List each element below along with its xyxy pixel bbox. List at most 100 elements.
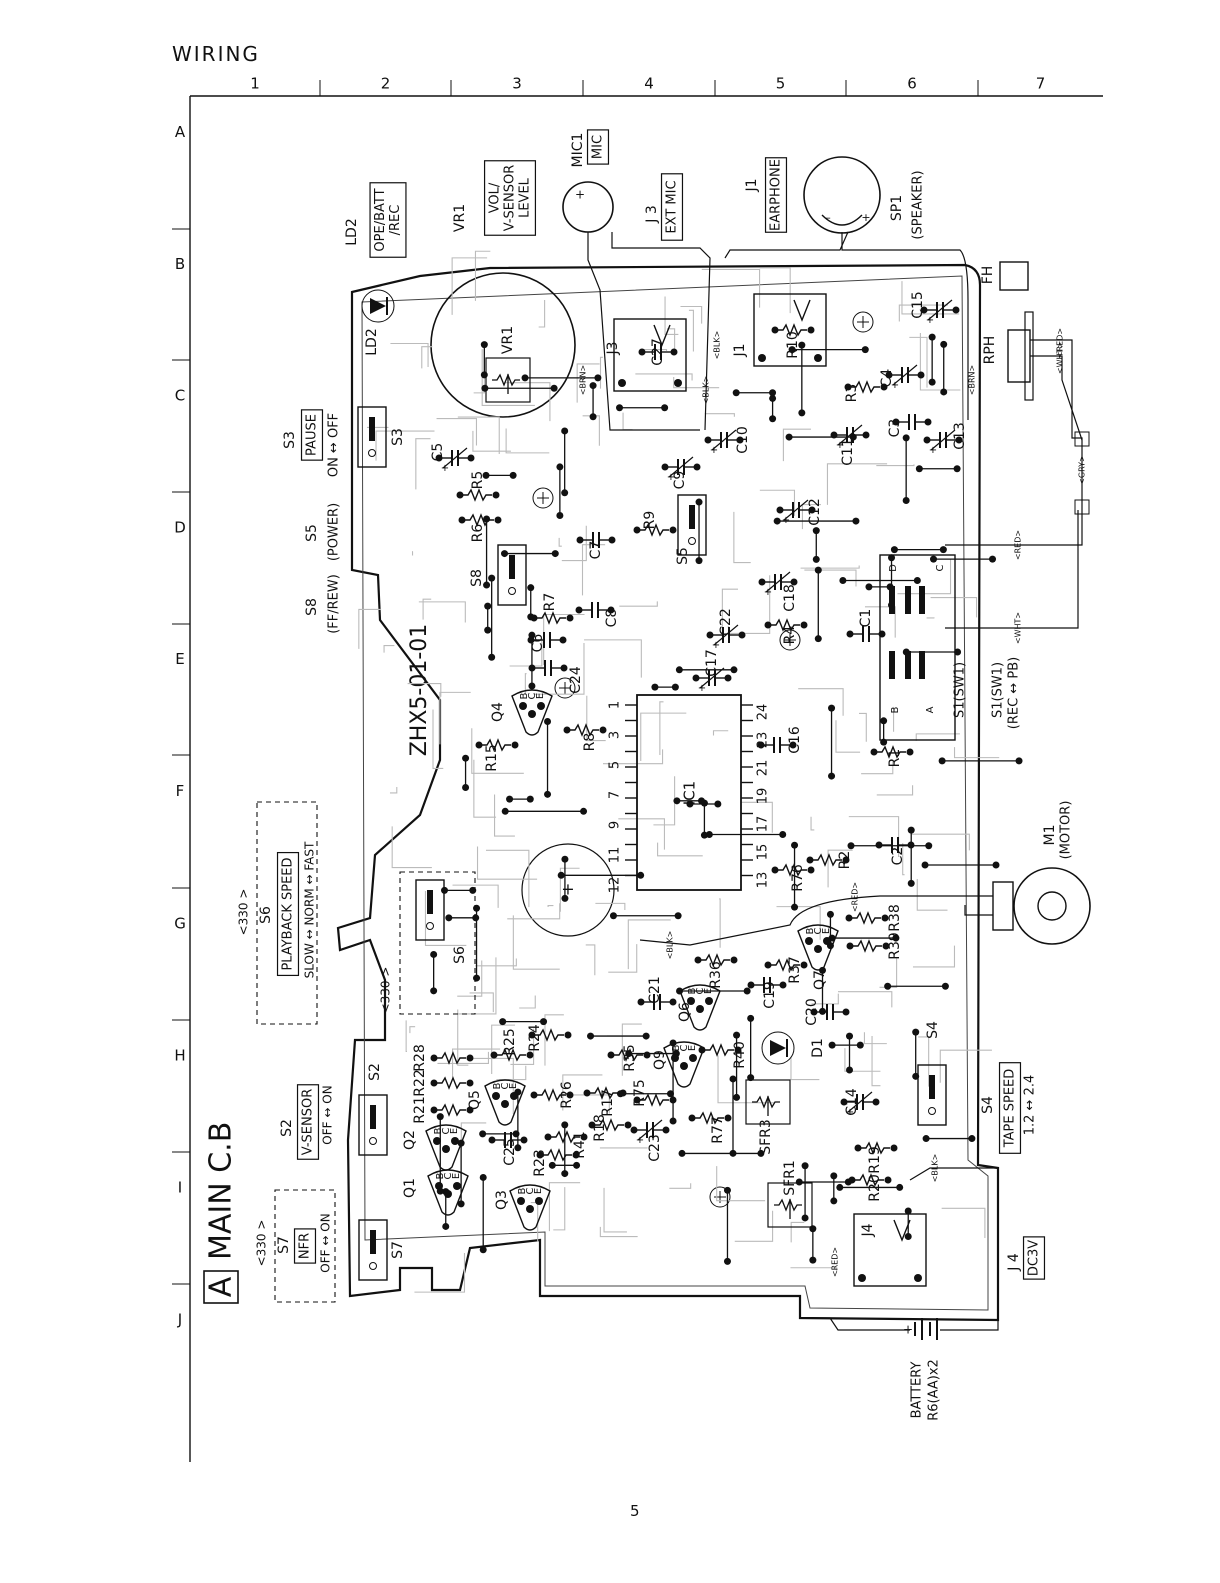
copper-trace [415, 438, 431, 490]
pad [475, 741, 483, 749]
component-s6: S6 [415, 879, 468, 964]
copper-trace [471, 728, 524, 774]
switch-pad [928, 1107, 936, 1115]
pad [456, 491, 464, 499]
copper-trace [733, 511, 751, 564]
board-name: MAIN C.B [204, 1122, 239, 1260]
ic1-label: IC1 [681, 781, 699, 805]
boxed-label-j1: EARPHONE [764, 157, 788, 233]
copper-trace [581, 544, 606, 596]
solder-pad [907, 879, 915, 887]
pad [885, 371, 893, 379]
s1-pin-label: A [925, 706, 936, 713]
solder-pad [678, 1149, 686, 1157]
resistor-symbol [436, 1103, 466, 1117]
copper-trace [585, 944, 596, 976]
transistor-pad [501, 1100, 509, 1108]
solder-pad [939, 546, 947, 554]
boxed-label-mic1: MIC [586, 129, 610, 165]
wire [800, 1317, 910, 1331]
fh-box [999, 261, 1029, 291]
copper-trace [953, 747, 1000, 759]
resistor-symbol [481, 738, 511, 752]
pad [923, 436, 931, 444]
label-m1-sub: (MOTOR) [1059, 801, 1074, 860]
resistor-symbol [536, 611, 566, 625]
pad [662, 1126, 670, 1134]
solder-pad [830, 1172, 838, 1180]
component-r2: R2 [806, 851, 853, 869]
label-s3-sub: ON ↔ OFF [327, 413, 342, 477]
solder-pad [733, 1093, 741, 1101]
s1-pin-label: D [888, 564, 899, 572]
component-label: Q2 [402, 1130, 418, 1150]
ic1-pin-number: 23 [756, 732, 771, 749]
grid-column-6: 6 [907, 75, 917, 93]
wire-tag-wht: <WHT> [1014, 612, 1023, 644]
solder-pad [809, 1256, 817, 1264]
copper-trace [375, 430, 435, 461]
pad [575, 606, 583, 614]
switch-slider [689, 505, 695, 529]
component-c18: +C18 [758, 571, 798, 612]
solder-pad [548, 1161, 556, 1169]
label-s7-sub: OFF ↔ ON [319, 1213, 333, 1272]
solder-pad [561, 489, 569, 497]
solder-pad [540, 1018, 548, 1026]
copper-trace [688, 309, 694, 352]
copper-trace [863, 1032, 887, 1045]
solder-pad [747, 1074, 755, 1082]
copper-trace [391, 826, 432, 869]
jack-pad [814, 354, 822, 362]
label-battery: BATTERY [910, 1362, 925, 1419]
pad [730, 956, 738, 964]
transistor-pad [823, 937, 831, 945]
switch-slider [509, 555, 515, 579]
pad [633, 526, 641, 534]
resistor-symbol [704, 1043, 734, 1057]
solder-pad [501, 807, 509, 815]
copper-trace [915, 733, 960, 741]
copper-trace [544, 1014, 564, 1066]
copper-trace [653, 776, 676, 826]
pad [734, 1046, 742, 1054]
pad [842, 856, 850, 864]
solder-pad [922, 1135, 930, 1143]
switch-pad [508, 587, 516, 595]
pad [566, 1091, 574, 1099]
grid-row-G: G [174, 915, 186, 933]
copper-trace [366, 426, 389, 429]
ic1-pin-number: 24 [756, 704, 771, 721]
pad [526, 1051, 534, 1059]
copper-trace [800, 565, 860, 569]
wire-tag-blk-text: <BLK> [713, 331, 722, 360]
pad [757, 741, 765, 749]
pad [758, 578, 766, 586]
component-r35: R35 [607, 1044, 651, 1072]
solder-pad [674, 912, 682, 920]
solder-pad [769, 394, 777, 402]
pad [670, 348, 678, 356]
boxed-label-s6-line: PLAYBACK SPEED [281, 857, 296, 970]
component-r39: R39 [846, 932, 903, 960]
label-s3: S3 [282, 431, 298, 449]
copper-trace [452, 1048, 501, 1078]
ic1-pin-number: 1 [608, 701, 623, 709]
component-label: S7 [390, 1241, 406, 1259]
wire-tag-red-text: <RED> [1056, 328, 1065, 358]
wire-tag-red: <RED> [1056, 328, 1065, 358]
component-label: R38 [887, 904, 903, 932]
grid-row-B: B [175, 255, 185, 273]
wire-tag-blk-text: <BLK> [931, 1154, 940, 1183]
solder-pad [953, 465, 961, 473]
component-label: S6 [452, 946, 468, 964]
switch-body [677, 494, 707, 556]
solder-pad [561, 427, 569, 435]
label-j3: J 3 [644, 205, 660, 224]
pad [430, 1079, 438, 1087]
switch-pad [426, 922, 434, 930]
grid-row-H: H [174, 1047, 185, 1065]
component-s3: S3 [357, 406, 406, 468]
